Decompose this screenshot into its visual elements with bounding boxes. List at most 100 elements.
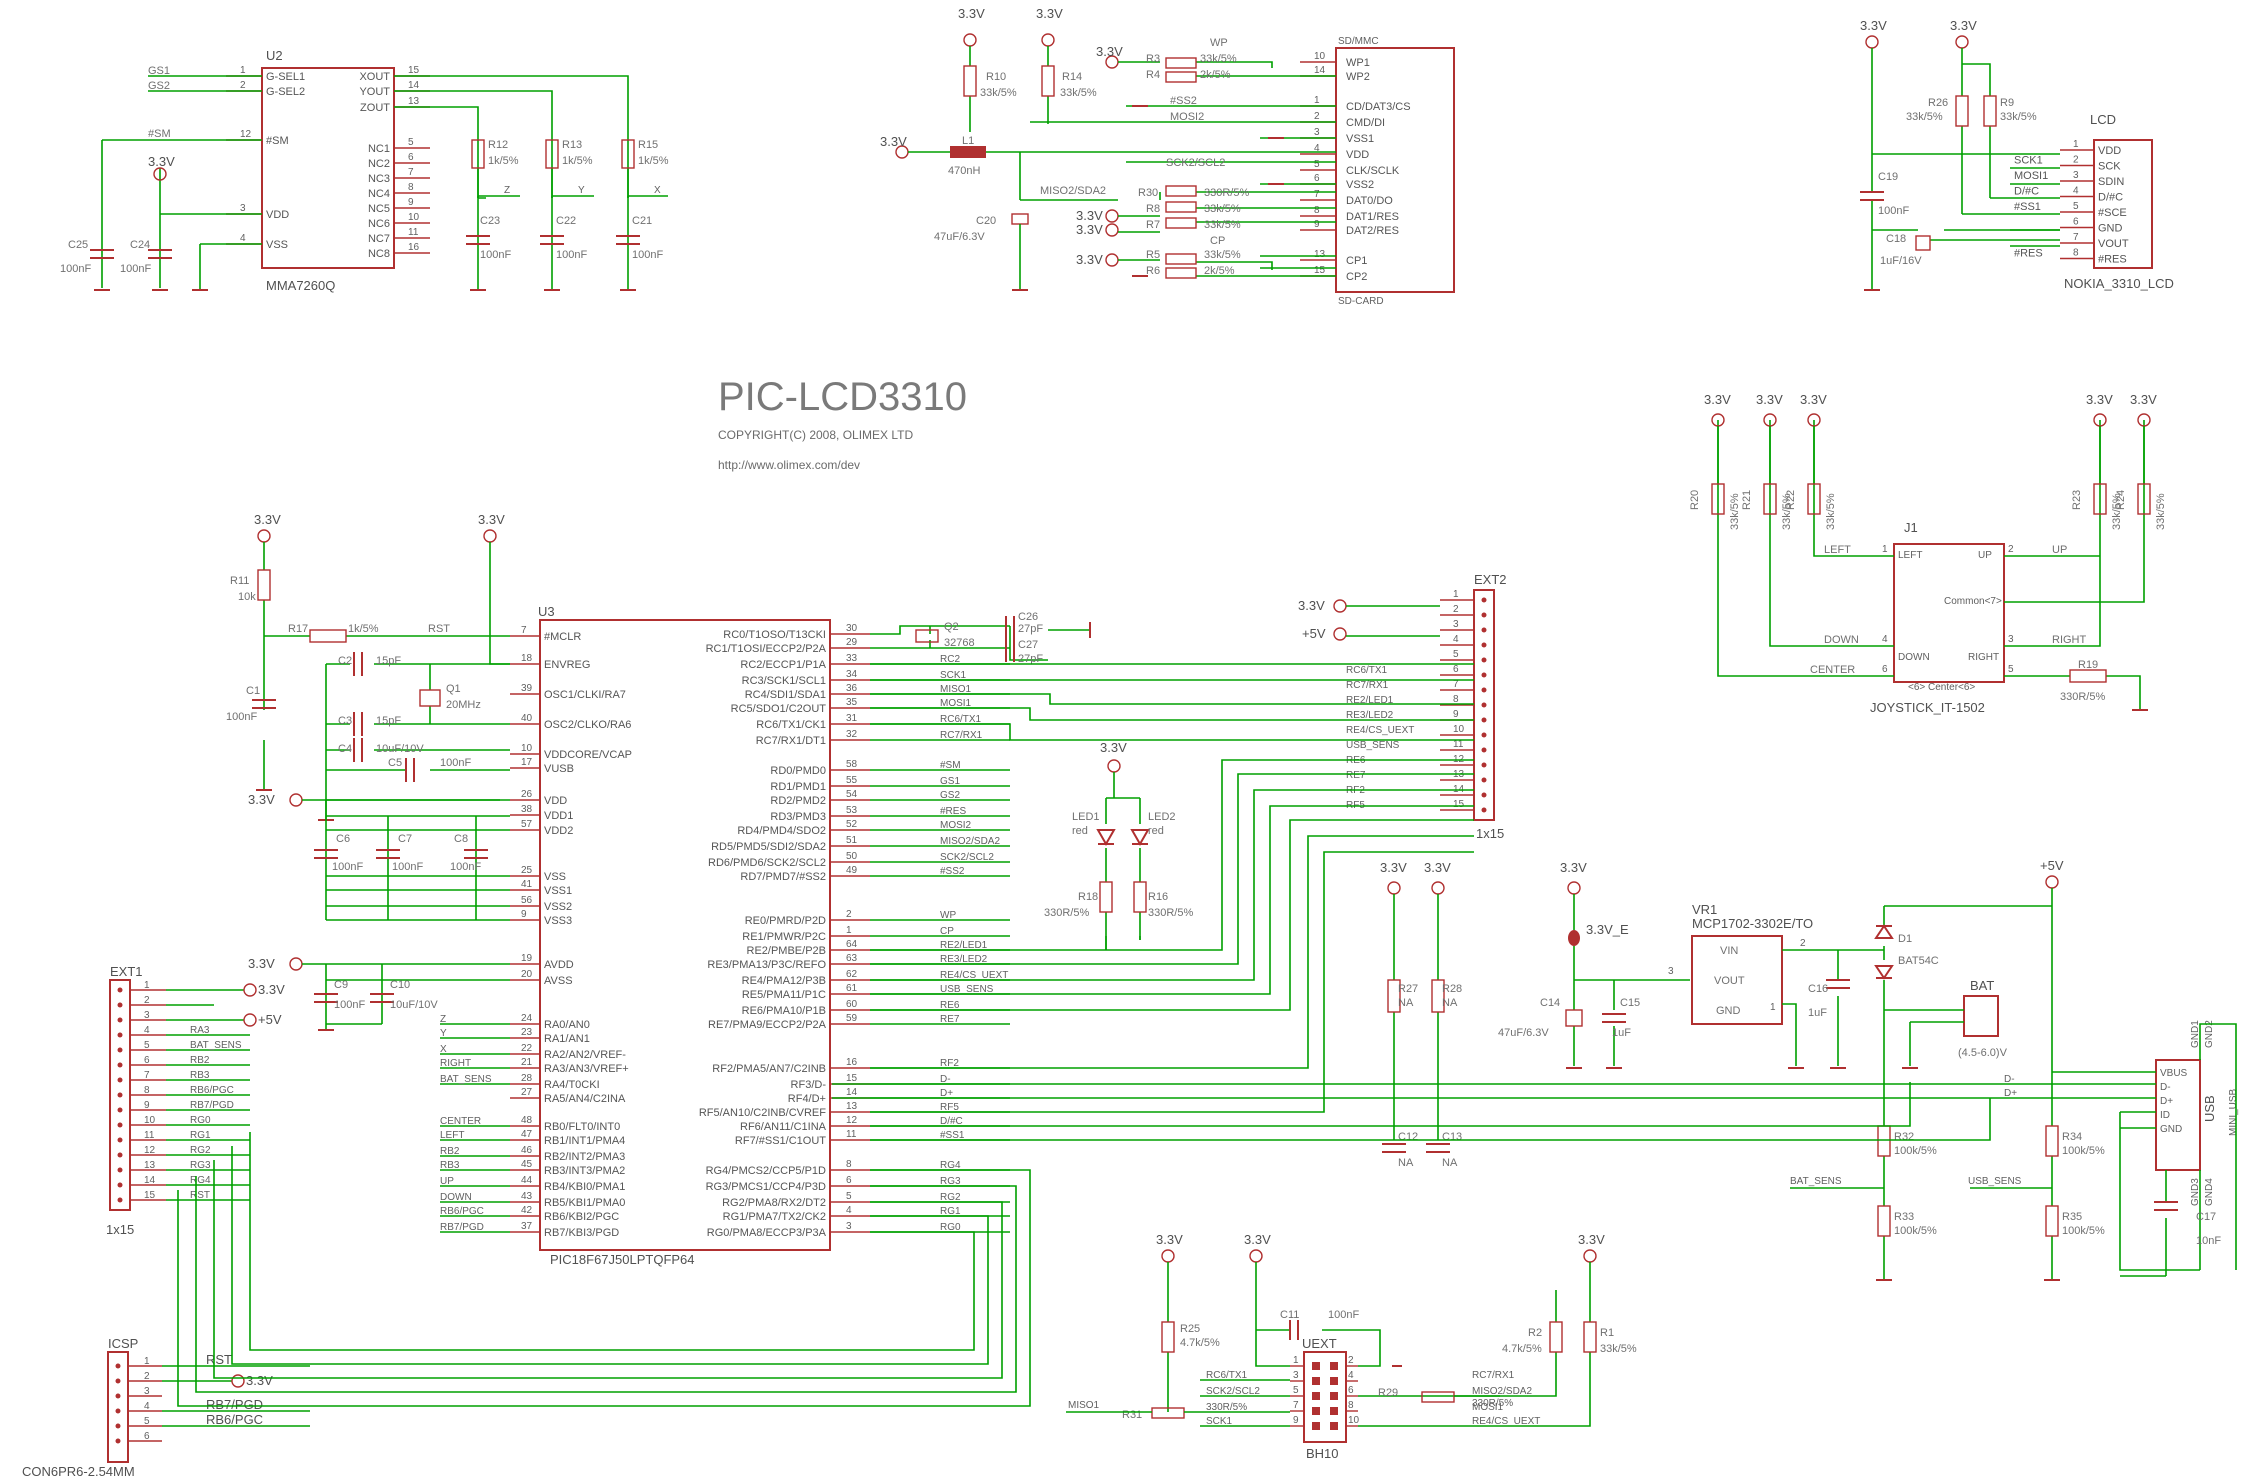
- part-value: 27pF: [1018, 653, 1043, 665]
- connector-pin: [117, 1137, 123, 1143]
- u3-net-label: RB7/PGD: [440, 1222, 484, 1233]
- pin-number: 6: [1453, 664, 1459, 675]
- pin-number: 1: [1314, 95, 1320, 106]
- pin-number: 5: [408, 137, 414, 148]
- u3-net-label: BAT_SENS: [440, 1074, 492, 1085]
- power-label: 3.3V: [1076, 222, 1103, 237]
- u3-net-label: RE6: [940, 1000, 960, 1011]
- u3-pin-label: RE6/PMA10/P1B: [742, 1005, 826, 1017]
- part-value: 100nF: [334, 999, 365, 1011]
- u3-pin-label: VDD1: [544, 810, 573, 822]
- power-label: 3.3V: [258, 982, 285, 997]
- pin-number: 38: [521, 804, 533, 815]
- u3-pin-label: RB4/KBI0/PMA1: [544, 1181, 625, 1193]
- u3-body: [539, 619, 831, 1251]
- power-symbol: [1107, 759, 1121, 773]
- pin-number: 62: [846, 969, 858, 980]
- mcu-support-parts: 3.3V 3.3V R11 10k R17 1k/5% RST C1 100nF…: [226, 512, 1091, 1031]
- pin-label: GND2: [2204, 1020, 2215, 1048]
- pin-number: 3: [1453, 619, 1459, 630]
- net-up: UP: [2052, 544, 2067, 556]
- pin-number: 8: [408, 182, 414, 193]
- u3-net-label: RE4/CS_UEXT: [940, 970, 1008, 981]
- power-symbol: [2045, 875, 2059, 889]
- lcd-pin-label: #RES: [2098, 254, 2127, 266]
- u3-net-label: WP: [940, 910, 956, 921]
- pin-number: 64: [846, 939, 858, 950]
- pin-number: 51: [846, 835, 858, 846]
- pin-label: D+: [2160, 1096, 2173, 1107]
- part-ref: Q2: [944, 621, 959, 633]
- resistor-joystick: [1763, 483, 1777, 515]
- pin-number: 7: [408, 167, 414, 178]
- u3-pin-label: RG1/PMA7/TX2/CK2: [723, 1211, 826, 1223]
- resistor-r3: [1165, 57, 1197, 69]
- net-y: Y: [578, 185, 585, 196]
- pin-number: 3: [2073, 170, 2079, 181]
- power-label: 3.3V: [248, 956, 275, 971]
- u3-pin-label: RD7/PMD7/#SS2: [740, 871, 826, 883]
- resistor-r11: [257, 569, 271, 601]
- usb-label: USB: [2202, 1095, 2217, 1122]
- part-value: 100nF: [480, 249, 511, 261]
- pin-label: VOUT: [1714, 975, 1745, 987]
- url-text: http://www.olimex.com/dev: [718, 458, 860, 472]
- part-ref: R6: [1146, 265, 1160, 277]
- resistor-r5: [1165, 253, 1197, 265]
- u3-net-label: SCK2/SCL2: [940, 852, 994, 863]
- u2-pin-label: NC7: [368, 233, 390, 245]
- part-ref: R32: [1894, 1131, 1914, 1143]
- connector-pin: [115, 1363, 121, 1369]
- ext1-net-label: RST: [190, 1190, 210, 1201]
- power-symbol: [483, 529, 497, 543]
- sd-pin-label: VSS2: [1346, 179, 1374, 191]
- part-ref: R16: [1148, 891, 1168, 903]
- pin-number: 7: [521, 625, 527, 636]
- u3-pin-label: RG4/PMCS2/CCP5/P1D: [706, 1165, 826, 1177]
- net-gs1: GS1: [148, 65, 170, 77]
- pin-number: 2: [1348, 1355, 1354, 1366]
- icsp-net-label: RST: [206, 1352, 232, 1367]
- pin-number: 8: [2073, 248, 2079, 259]
- part-ref: R17: [288, 623, 308, 635]
- resistor-r16: [1133, 881, 1147, 913]
- pin-number: 15: [408, 65, 420, 76]
- ext2-net-label: RE3/LED2: [1346, 710, 1394, 721]
- u3-pin-label: RG2/PMA8/RX2/DT2: [722, 1197, 826, 1209]
- pin-number: 30: [846, 623, 858, 634]
- connector-pin: [1312, 1377, 1320, 1385]
- icsp-value: CON6PR6-2.54MM: [22, 1464, 135, 1479]
- resistor-r2: [1549, 1321, 1563, 1353]
- connector-pin: [115, 1378, 121, 1384]
- ext1-net-label: RB2: [190, 1055, 210, 1066]
- lcd-pin-label: D/#C: [2098, 192, 2123, 204]
- part-value: 100nF: [632, 249, 663, 261]
- part-value: 100k/5%: [1894, 1145, 1937, 1157]
- u2-pin-label: NC3: [368, 173, 390, 185]
- pin-number: 6: [144, 1431, 150, 1442]
- u3-net-label: D+: [940, 1088, 953, 1099]
- power-label: 3.3V: [1076, 252, 1103, 267]
- u3-pin-label: RE5/PMA11/P1C: [742, 989, 826, 1001]
- part-ref: R4: [1146, 69, 1160, 81]
- u3-net-label: MISO1: [940, 684, 972, 695]
- u3-value: PIC18F67J50LPTQFP64: [550, 1252, 695, 1267]
- net-miso2: MISO2/SDA2: [1040, 185, 1106, 197]
- power-label: +5V: [2040, 858, 2064, 873]
- pin-number: 43: [521, 1191, 533, 1202]
- pin-number: 7: [1453, 679, 1459, 690]
- resistor-r26: [1955, 95, 1969, 127]
- pin-number: 31: [846, 713, 858, 724]
- pin-number: 7: [2073, 232, 2079, 243]
- part-ref: C4: [338, 743, 352, 755]
- u3-pin-label: RG3/PMCS1/CCP4/P3D: [706, 1181, 826, 1193]
- ext1-net-label: RB3: [190, 1070, 210, 1081]
- part-ref: C7: [398, 833, 412, 845]
- connector-pin: [117, 1047, 123, 1053]
- capacitor-c18: [1915, 235, 1931, 251]
- u3-net-label: X: [440, 1044, 447, 1055]
- u2-pin-label: YOUT: [359, 86, 390, 98]
- pin-number: 14: [846, 1087, 858, 1098]
- ext2-net-label: RC6/TX1: [1346, 665, 1388, 676]
- connector-pin: [1481, 717, 1487, 723]
